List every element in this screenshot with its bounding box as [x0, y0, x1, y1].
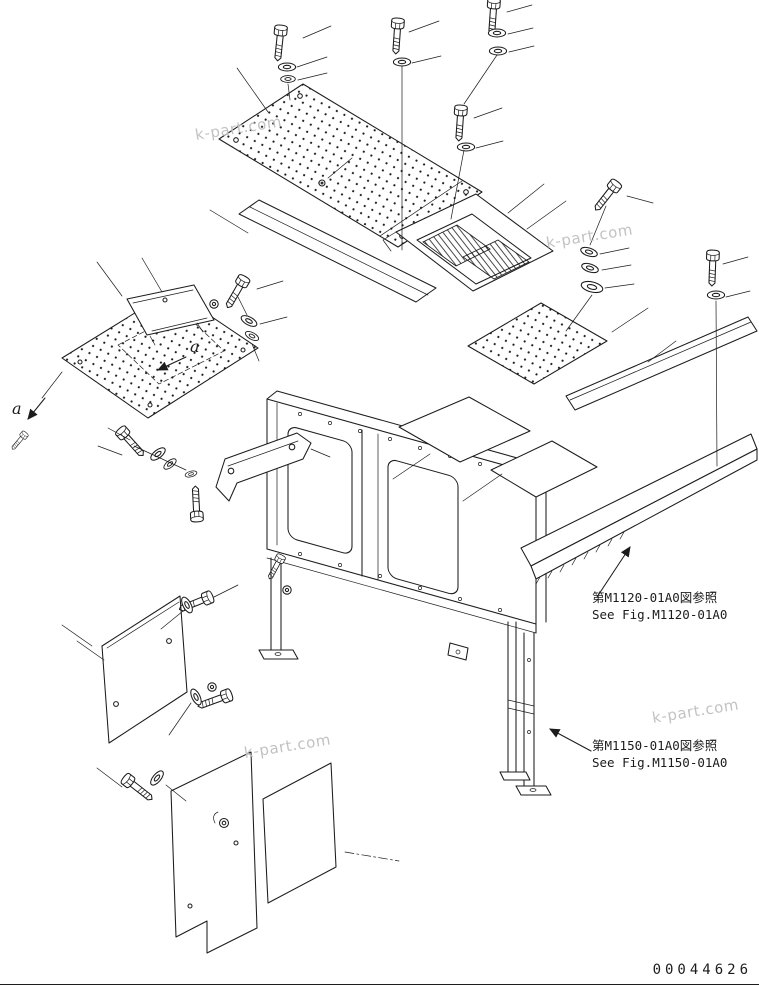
- washer-icon: [488, 46, 508, 56]
- leader-lines: [41, 4, 751, 862]
- ref-m1120-en: See Fig.M1120-01A0: [592, 607, 727, 622]
- lower-left-panel: [101, 595, 188, 744]
- bottom-door-panel: [170, 751, 258, 954]
- washer-icon: [280, 75, 296, 83]
- support-bracket: [215, 432, 331, 502]
- drawing-number: 00044626: [653, 962, 752, 978]
- washer-icon: [277, 62, 297, 72]
- watermark: k-part.com: [243, 730, 332, 761]
- bolt-icon: [705, 249, 720, 287]
- bolt-icon: [590, 177, 624, 215]
- washer-icon: [706, 290, 726, 300]
- ring-icon: [209, 299, 219, 309]
- view-label-a-left: a: [12, 399, 22, 418]
- mid-perforated-panel: [467, 302, 608, 385]
- watermark: k-part.com: [651, 695, 740, 726]
- bolt-icon: [119, 771, 157, 805]
- washer-icon: [487, 28, 507, 38]
- view-arrows: a a: [12, 337, 200, 420]
- washer-icon: [161, 456, 179, 472]
- axis-lines: [133, 54, 718, 802]
- bolt-icon: [388, 17, 406, 55]
- washer-icon: [580, 261, 600, 275]
- bolt-icon: [264, 552, 287, 582]
- ring-icon: [282, 585, 292, 595]
- seal-strip: [238, 199, 437, 303]
- ref-m1150-en: See Fig.M1150-01A0: [592, 755, 727, 770]
- washer-icon: [579, 245, 599, 259]
- washer-icon: [239, 312, 259, 330]
- bolt-icon: [270, 23, 289, 63]
- washer-icon: [456, 142, 476, 152]
- washer-icon: [147, 768, 167, 788]
- view-label-a-mid: a: [190, 337, 200, 356]
- bolt-icon: [451, 104, 469, 142]
- washer-icon: [579, 278, 605, 296]
- right-shelf-panel: [520, 433, 758, 585]
- bottom-cover-panel: [262, 762, 337, 904]
- ref-m1120-jp: 第M1120-01A0図参照: [592, 590, 717, 605]
- bolt-icon: [113, 424, 149, 461]
- watermark: k-part.com: [545, 220, 634, 251]
- washer-icon: [184, 469, 198, 479]
- right-strip-panel: [565, 316, 758, 411]
- cover-plate-a: [398, 396, 531, 463]
- rear-hood-top: [382, 193, 554, 292]
- bolt-icon: [9, 429, 30, 452]
- reference-labels: 第M1120-01A0図参照 See Fig.M1120-01A0 第M1150…: [549, 546, 727, 770]
- bolt-icon: [188, 485, 204, 523]
- side-door-assembly: [61, 284, 259, 419]
- ring-icon: [207, 682, 217, 692]
- washer-icon: [392, 57, 412, 67]
- bolt-icon: [221, 272, 252, 312]
- cover-plate-b: [490, 440, 598, 498]
- main-frame: [258, 390, 552, 796]
- ref-m1150-jp: 第M1150-01A0図参照: [592, 738, 717, 753]
